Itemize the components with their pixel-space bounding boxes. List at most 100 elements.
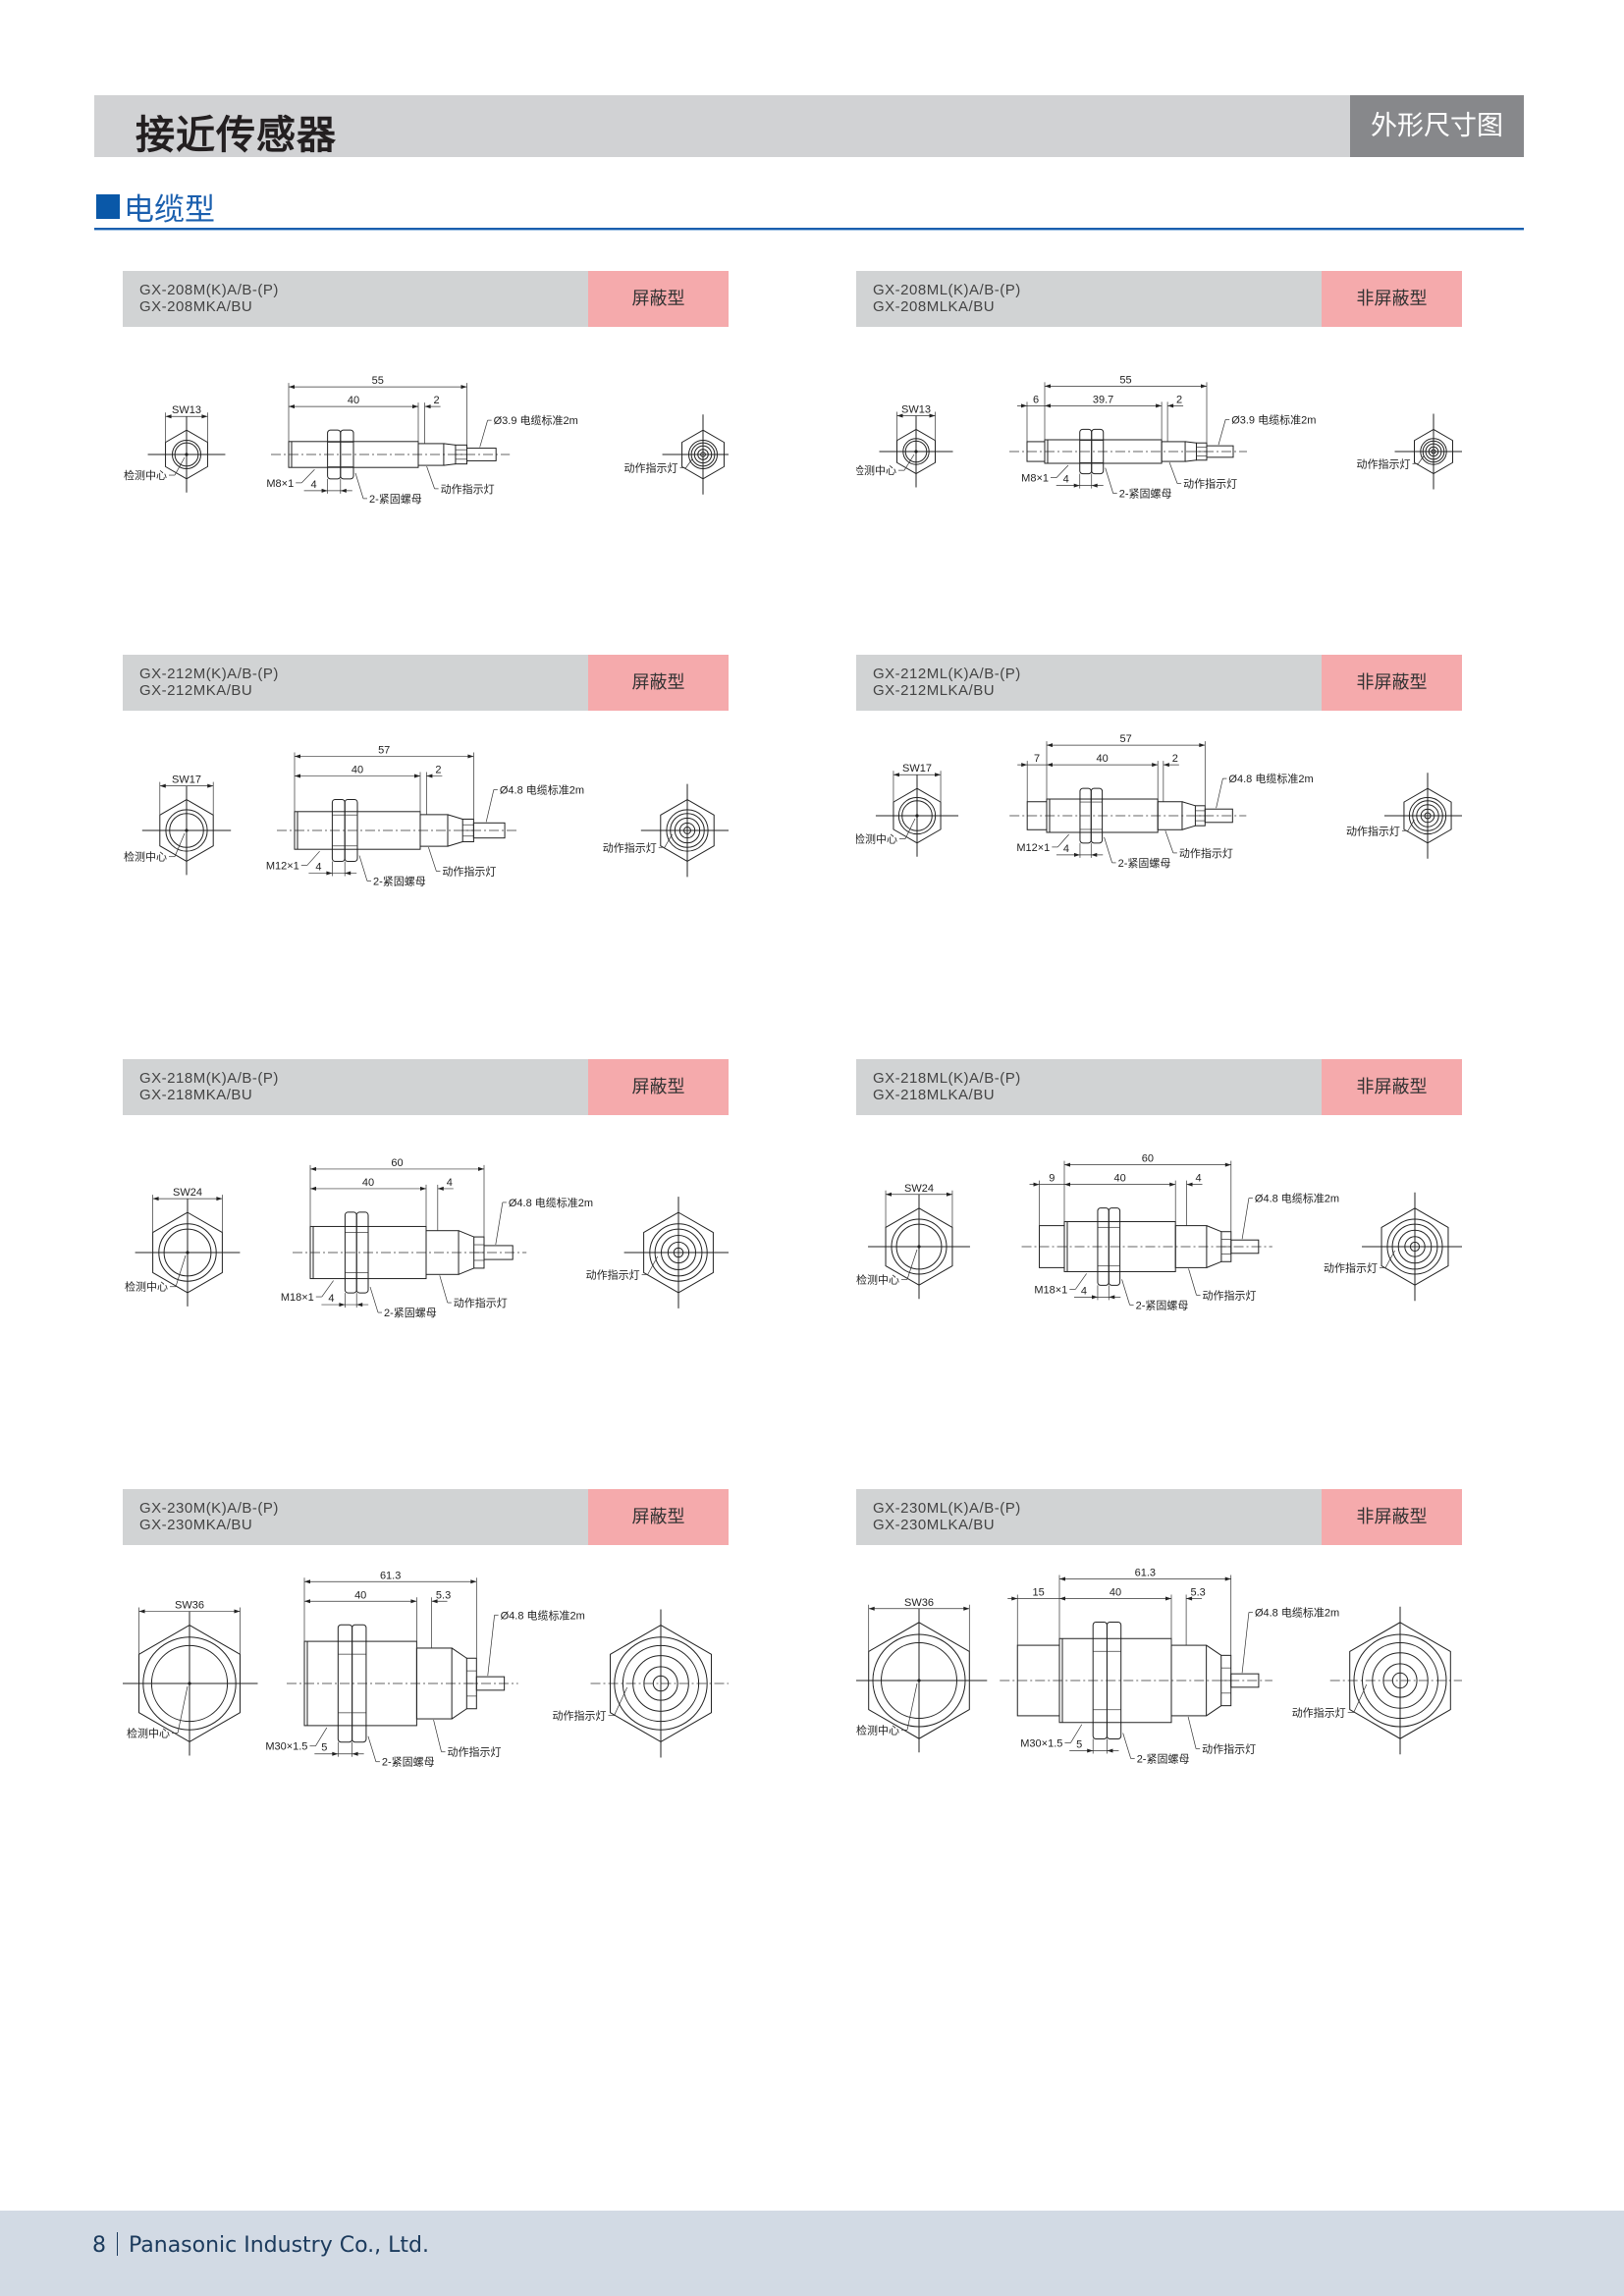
detect-center-label-leader bbox=[175, 1255, 187, 1287]
detect-center-label: 检测中心 bbox=[856, 1272, 899, 1286]
detect-center-label-leader bbox=[177, 1685, 189, 1734]
model-name: GX-208MLKA/BU bbox=[873, 298, 996, 315]
sensing-face bbox=[163, 1228, 212, 1277]
arrowhead bbox=[412, 404, 418, 409]
rear-housing bbox=[415, 1647, 453, 1720]
total-length-dimension-label: 57 bbox=[378, 744, 390, 756]
indicator-label-leader bbox=[1168, 461, 1178, 484]
thread-label: M12×1 bbox=[266, 861, 299, 873]
arrowhead bbox=[1011, 1596, 1018, 1601]
arrowhead bbox=[467, 754, 474, 759]
cable-label-leader bbox=[1218, 419, 1226, 446]
indicator-ring-circle bbox=[1391, 1672, 1409, 1689]
arrowhead bbox=[1021, 763, 1028, 768]
panel-header: GX-208M(K)A/B-(P) GX-208MKA/BU 屏蔽型 bbox=[123, 271, 729, 327]
taper bbox=[451, 1647, 467, 1720]
indicator-ring-circle bbox=[649, 1223, 708, 1282]
detect-center-label-leader bbox=[904, 818, 916, 839]
rear-housing bbox=[425, 1230, 460, 1275]
indicator-ring-circle bbox=[683, 827, 691, 834]
sensing-face-ring bbox=[891, 1218, 947, 1275]
cable bbox=[472, 822, 506, 839]
detect-center-dot bbox=[188, 1682, 191, 1685]
indicator-label-leader bbox=[428, 847, 437, 872]
shield-type-badge: 屏蔽型 bbox=[588, 1489, 729, 1545]
tail-dimension-label: 4 bbox=[1195, 1173, 1201, 1185]
page-header: 接近传感器 外形尺寸图 bbox=[94, 95, 1524, 158]
model-name: GX-208ML(K)A/B-(P) bbox=[873, 282, 1021, 298]
total-length-dimension-label: 61.3 bbox=[380, 1570, 401, 1581]
arrowhead bbox=[424, 404, 431, 409]
indicator-ring-circle bbox=[666, 809, 709, 852]
hex-nut-outline bbox=[681, 429, 725, 480]
sensing-face bbox=[169, 813, 204, 848]
arrowhead bbox=[1091, 1295, 1098, 1300]
lock-nut bbox=[1106, 1621, 1122, 1740]
detect-center-dot bbox=[917, 1679, 921, 1682]
lock-nut bbox=[355, 1211, 369, 1294]
nut-label-leader bbox=[367, 1735, 377, 1762]
model-list: GX-208M(K)A/B-(P) GX-208MKA/BU bbox=[139, 282, 279, 315]
rear-view: 动作指示灯 bbox=[1357, 413, 1462, 490]
cable bbox=[466, 448, 497, 461]
indicator-ring-circle bbox=[1416, 804, 1439, 828]
rear-housing bbox=[419, 814, 449, 847]
sw-dimension-label: SW24 bbox=[173, 1187, 202, 1199]
cable-label: Ø4.8 电缆标准2m bbox=[1255, 1192, 1339, 1205]
detect-center-label: 检测中心 bbox=[124, 850, 167, 864]
panel-header: GX-230M(K)A/B-(P) GX-230MKA/BU 屏蔽型 bbox=[123, 1489, 729, 1545]
rear-housing bbox=[1157, 801, 1183, 830]
cable-label-leader bbox=[1216, 778, 1223, 809]
lock-nut bbox=[1090, 787, 1104, 844]
detect-center-label: 检测中心 bbox=[856, 832, 897, 846]
thread-label: M12×1 bbox=[1016, 842, 1050, 854]
company-name: Panasonic Industry Co., Ltd. bbox=[129, 2233, 429, 2258]
footer-separator bbox=[117, 2232, 118, 2256]
arrowhead bbox=[437, 1186, 444, 1191]
indicator-label: 动作指示灯 bbox=[454, 1296, 508, 1309]
detect-center-dot bbox=[915, 814, 919, 818]
thread-length-dimension-label: 40 bbox=[1110, 1586, 1121, 1598]
nut-label: 2-紧固螺母 bbox=[384, 1307, 437, 1319]
rear-indicator-label-leader bbox=[647, 1255, 659, 1275]
indicator-ring-circle bbox=[1372, 1652, 1429, 1709]
model-name: GX-208MKA/BU bbox=[139, 298, 253, 315]
sensing-face bbox=[881, 1642, 957, 1719]
arrowhead bbox=[1073, 483, 1080, 488]
sensor-panel: GX-212ML(K)A/B-(P) GX-212MLKA/BU 非屏蔽型 SW… bbox=[856, 655, 1462, 979]
cable-label-leader bbox=[479, 420, 488, 448]
front-ext-dimension-label: 9 bbox=[1049, 1173, 1055, 1185]
indicator-ring-circle bbox=[670, 813, 705, 848]
sensor-panel: GX-218ML(K)A/B-(P) GX-218MLKA/BU 非屏蔽型 SW… bbox=[856, 1059, 1462, 1383]
cable-label-leader bbox=[1241, 1612, 1250, 1674]
sw-dimension-label: SW17 bbox=[172, 774, 201, 786]
model-name: GX-230M(K)A/B-(P) bbox=[139, 1500, 279, 1517]
tail-dimension-label: 2 bbox=[1172, 753, 1178, 765]
sensing-face-ring bbox=[171, 439, 202, 470]
arrowhead bbox=[152, 1197, 159, 1201]
lock-nut bbox=[340, 429, 354, 480]
indicator-ring-circle bbox=[1422, 440, 1445, 463]
section-title: 电缆型 bbox=[124, 192, 215, 228]
shield-type-badge: 屏蔽型 bbox=[588, 655, 729, 711]
shield-type-badge: 非屏蔽型 bbox=[1322, 271, 1462, 327]
arrowhead bbox=[470, 1579, 477, 1584]
arrowhead bbox=[1059, 1576, 1065, 1581]
indicator-label: 动作指示灯 bbox=[441, 482, 495, 496]
arrowhead bbox=[410, 1599, 417, 1604]
thread-label-leader bbox=[1057, 833, 1069, 848]
thread-label: M18×1 bbox=[1034, 1284, 1067, 1296]
nut-label-leader bbox=[1121, 1279, 1130, 1306]
nut-dimension-label: 4 bbox=[328, 1293, 334, 1305]
arrowhead bbox=[289, 385, 295, 390]
panel-header: GX-230ML(K)A/B-(P) GX-230MLKA/BU 非屏蔽型 bbox=[856, 1489, 1462, 1545]
indicator-ring-circle bbox=[667, 1241, 690, 1264]
detect-center-label-leader bbox=[174, 832, 186, 857]
detect-center-label: 检测中心 bbox=[124, 468, 167, 482]
section-square-icon bbox=[96, 194, 120, 219]
front-ext-dimension-label: 15 bbox=[1033, 1586, 1045, 1598]
